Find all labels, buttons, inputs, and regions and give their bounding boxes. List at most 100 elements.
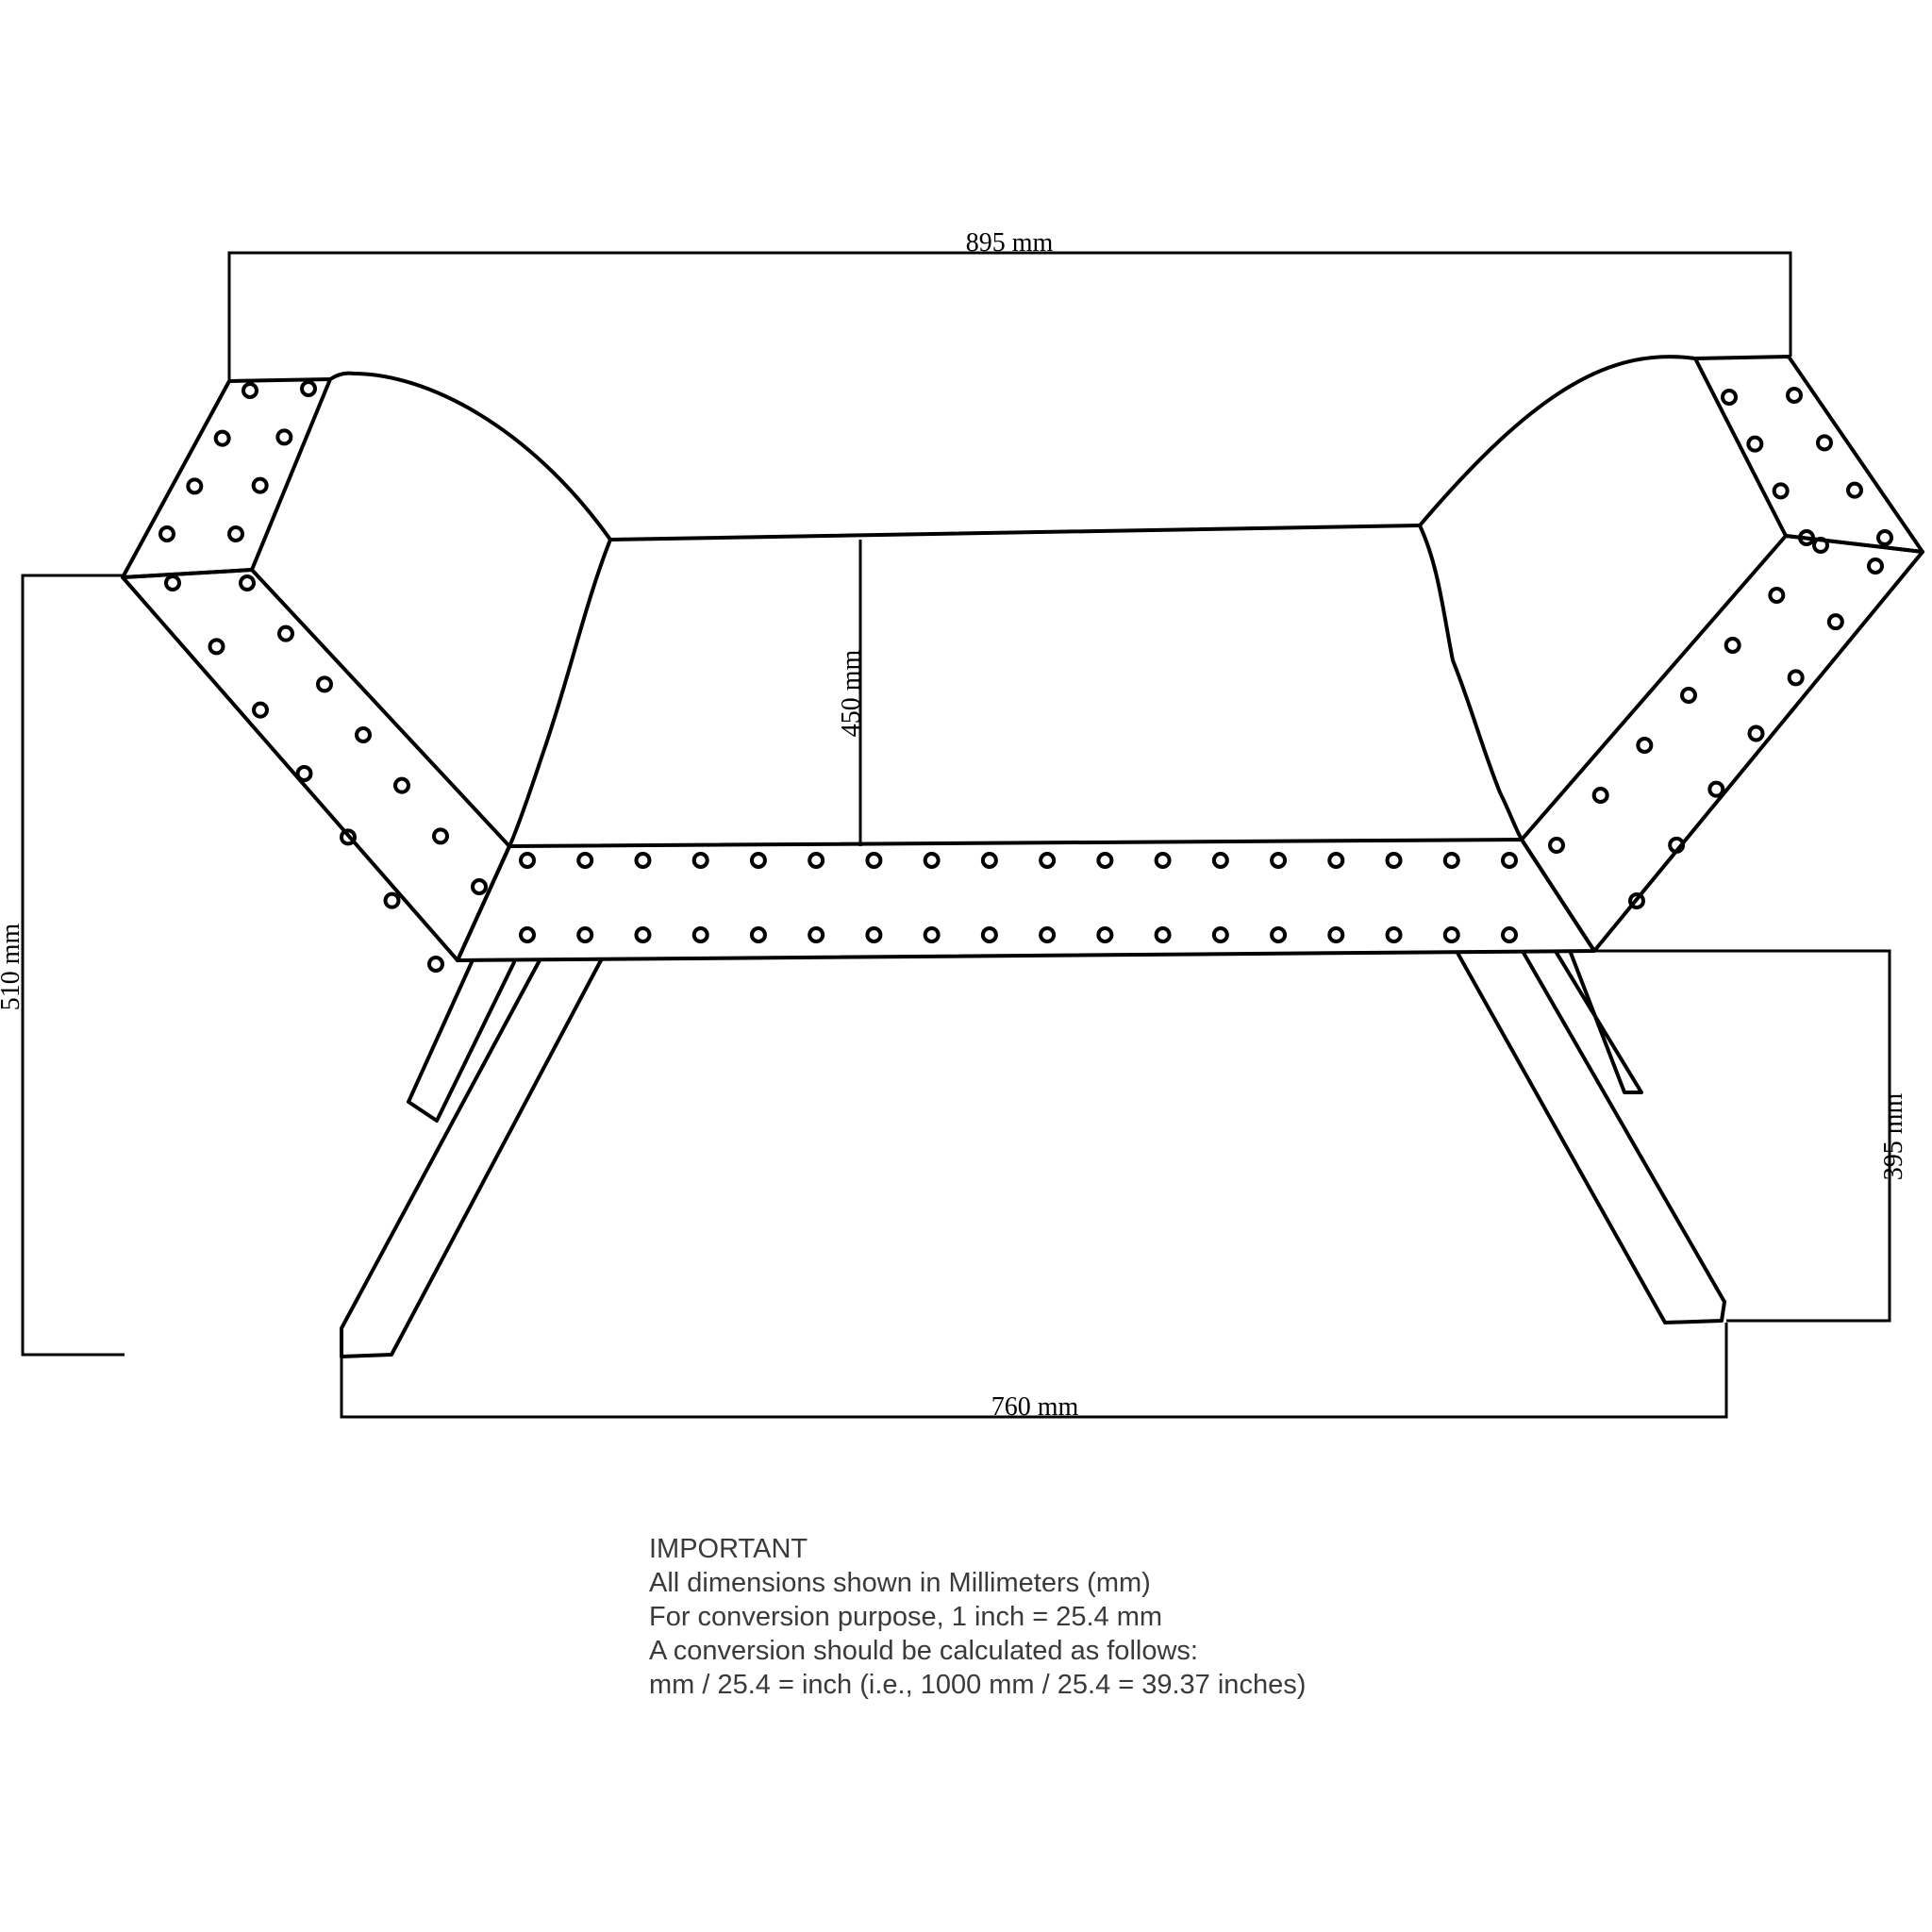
nailhead-stud xyxy=(208,638,225,656)
notes-line: A conversion should be calculated as fol… xyxy=(649,1636,1198,1666)
left-rear-leg xyxy=(407,960,516,1123)
nailhead-stud xyxy=(519,852,536,869)
nailhead-stud xyxy=(1628,892,1645,909)
nailhead-stud xyxy=(1442,852,1460,869)
nailhead-stud xyxy=(519,926,536,943)
nailhead-stud xyxy=(158,525,175,542)
label-leg-height: 395 mm xyxy=(1879,1093,1908,1181)
nailhead-stud xyxy=(227,525,244,542)
nailhead-stud xyxy=(1385,926,1403,943)
nailhead-stud xyxy=(634,852,652,869)
nailhead-stud xyxy=(300,380,317,397)
nailhead-stud xyxy=(1721,389,1738,406)
nailhead-stud xyxy=(749,926,767,943)
dim-line-leg-height xyxy=(1594,949,1891,1323)
nailhead-stud xyxy=(576,852,594,869)
nailhead-stud xyxy=(1270,852,1288,869)
dim-line-overall-width xyxy=(227,251,1792,381)
nailhead-stud xyxy=(1812,537,1829,554)
nailhead-stud xyxy=(1327,926,1345,943)
nailhead-stud xyxy=(1211,926,1229,943)
nailhead-stud xyxy=(277,625,294,642)
nailhead-stud xyxy=(164,575,181,591)
nailhead-stud xyxy=(242,382,258,399)
conversion-notes: IMPORTANT All dimensions shown in Millim… xyxy=(649,1532,1306,1702)
dimension-lines xyxy=(21,251,1891,1419)
nailhead-stud xyxy=(295,765,313,782)
label-overall-width: 895 mm xyxy=(966,228,1054,258)
nailhead-stud xyxy=(1211,852,1229,869)
nailhead-stud xyxy=(427,956,444,973)
right-rear-leg xyxy=(1555,951,1643,1094)
notes-line: For conversion purpose, 1 inch = 25.4 mm xyxy=(649,1602,1163,1632)
nailhead-stud xyxy=(186,477,204,495)
nailhead-stud xyxy=(1501,926,1518,943)
nailhead-stud xyxy=(1747,724,1765,742)
nailhead-stud xyxy=(1096,926,1114,943)
nailhead-stud xyxy=(691,852,709,869)
nailhead-stud xyxy=(252,701,269,719)
nailhead-stud xyxy=(1636,737,1654,754)
nailhead-stud xyxy=(1096,852,1114,869)
label-overall-height: 510 mm xyxy=(0,924,25,1011)
dim-line-leg-span xyxy=(340,1323,1728,1419)
nailhead-stud xyxy=(923,926,941,943)
nailhead-stud xyxy=(393,776,410,794)
right-wing-cushion xyxy=(1418,355,1697,841)
nailhead-stud xyxy=(1327,852,1345,869)
nailhead-stud xyxy=(1548,837,1565,854)
right-arm-lower-panel xyxy=(1520,534,1924,953)
label-leg-span: 760 mm xyxy=(991,1392,1079,1422)
nailhead-stud xyxy=(923,852,941,869)
nailhead-stud xyxy=(1867,558,1884,575)
left-arm-upper-panel xyxy=(121,377,332,579)
nailhead-stud xyxy=(576,926,594,943)
nailhead-stud xyxy=(1724,637,1741,654)
notes-line: mm / 25.4 = inch (i.e., 1000 mm / 25.4 =… xyxy=(649,1670,1307,1700)
nailhead-stud xyxy=(1846,481,1863,499)
nailhead-stud xyxy=(1787,669,1805,687)
nailhead-stud xyxy=(1270,926,1288,943)
right-front-leg xyxy=(1456,951,1726,1324)
nailhead-stud xyxy=(1039,852,1057,869)
nailhead-stud xyxy=(691,926,709,943)
nailhead-stud xyxy=(1798,529,1815,546)
nailhead-stud xyxy=(471,878,488,895)
notes-line: All dimensions shown in Millimeters (mm) xyxy=(649,1568,1151,1598)
nailhead-stud xyxy=(383,891,401,909)
nailhead-stud xyxy=(316,675,333,693)
backrest-top-edge xyxy=(608,524,1422,541)
right-arm-upper-panel xyxy=(1693,355,1924,554)
nailhead-stud xyxy=(1768,587,1786,604)
nailhead-stud xyxy=(865,852,883,869)
nailhead-stud xyxy=(1154,926,1172,943)
nailhead-stud xyxy=(275,428,293,446)
label-seat-height: 450 mm xyxy=(837,650,866,738)
left-front-leg xyxy=(340,958,603,1358)
nailhead-stud xyxy=(1707,780,1725,798)
nailhead-stud xyxy=(1826,613,1844,631)
left-wing-cushion xyxy=(328,371,612,848)
nailhead-stud xyxy=(865,926,883,943)
nailhead-stud xyxy=(808,926,825,943)
nailhead-stud xyxy=(1385,852,1403,869)
nailhead-stud xyxy=(980,852,998,869)
nailhead-stud xyxy=(1772,482,1790,500)
nailhead-studs xyxy=(158,380,1893,973)
nailhead-stud xyxy=(1680,687,1697,704)
notes-heading: IMPORTANT xyxy=(649,1534,808,1564)
nailhead-stud xyxy=(749,852,767,869)
nailhead-stud xyxy=(1816,434,1833,452)
nailhead-stud xyxy=(213,429,231,447)
nailhead-stud xyxy=(340,828,357,846)
nailhead-stud xyxy=(1668,836,1686,854)
nailhead-stud xyxy=(1746,435,1764,453)
nailhead-stud xyxy=(1591,787,1609,804)
left-arm-lower-panel xyxy=(121,568,511,962)
nailhead-stud xyxy=(355,726,372,743)
nailhead-stud xyxy=(808,852,825,869)
nailhead-stud xyxy=(1039,926,1057,943)
seat-front-rail xyxy=(456,838,1596,962)
nailhead-stud xyxy=(1786,387,1803,404)
